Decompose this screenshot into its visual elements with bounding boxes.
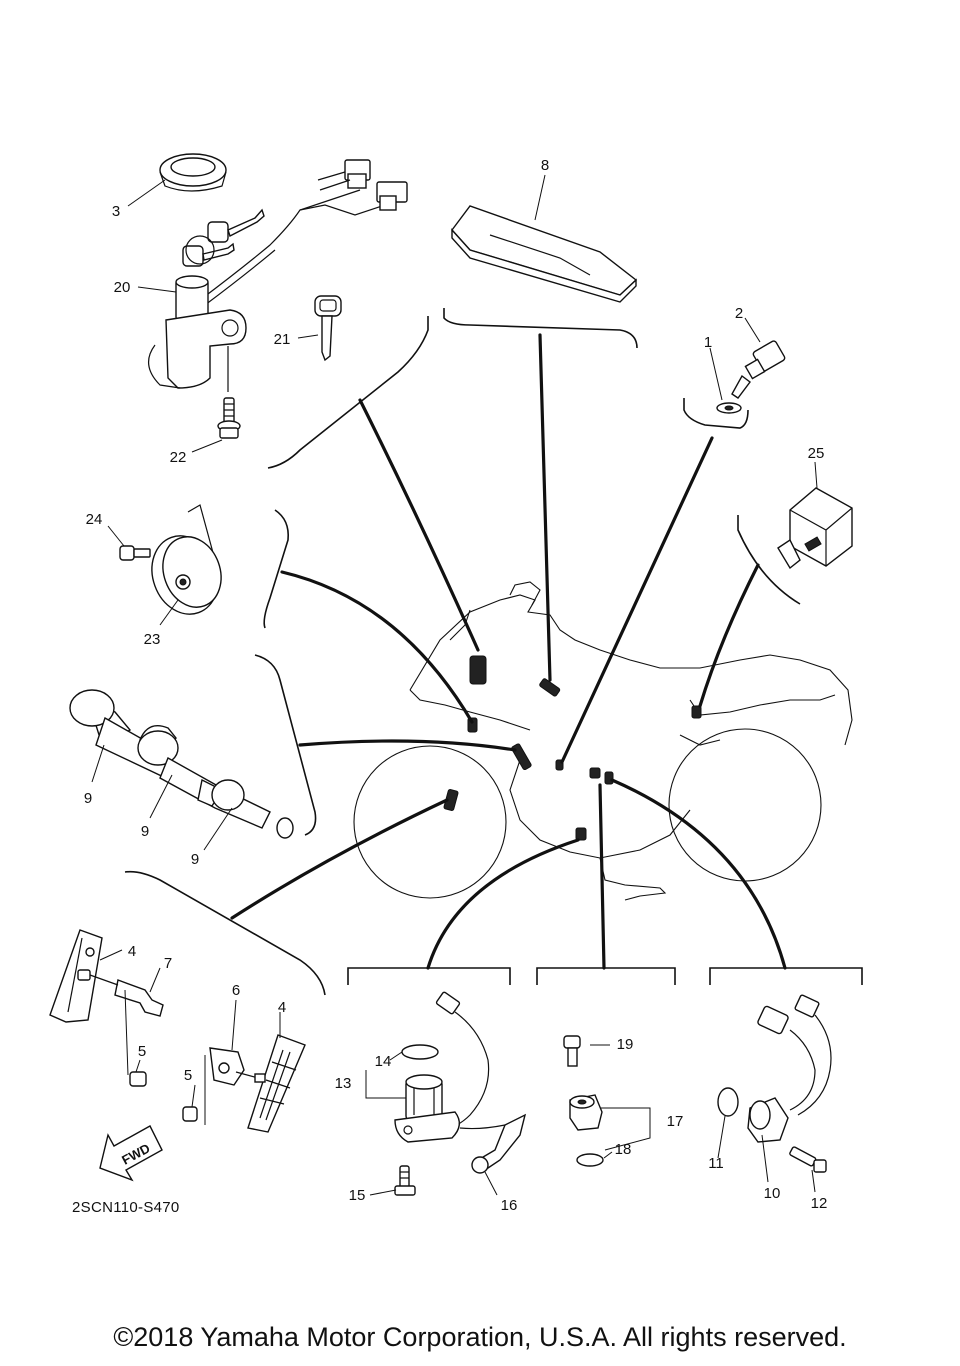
part-sensor-10 bbox=[747, 994, 832, 1143]
part-bolt-22 bbox=[217, 397, 241, 439]
part-stay-16 bbox=[459, 1113, 527, 1174]
callout-11: 11 bbox=[708, 1155, 724, 1172]
callout-16: 16 bbox=[501, 1197, 518, 1214]
fwd-arrow: FWD bbox=[99, 1125, 163, 1182]
part-key-21 bbox=[314, 295, 342, 362]
callout-25: 25 bbox=[808, 445, 825, 462]
callout-19: 19 bbox=[617, 1036, 634, 1053]
leader-lines bbox=[91, 174, 818, 1196]
part-sensor-assy-13 bbox=[394, 991, 490, 1143]
callout-1: 1 bbox=[704, 334, 712, 351]
part-nut-5-left bbox=[124, 989, 147, 1087]
part-ring-3 bbox=[159, 153, 227, 192]
callout-14: 14 bbox=[375, 1053, 392, 1070]
callout-9a: 9 bbox=[84, 790, 92, 807]
part-sensor-2 bbox=[731, 340, 786, 399]
callout-4a: 4 bbox=[128, 943, 136, 960]
callout-12: 12 bbox=[811, 1195, 828, 1212]
part-o-ring-14 bbox=[401, 1044, 439, 1060]
part-washer-1 bbox=[716, 402, 742, 414]
callout-9b: 9 bbox=[141, 823, 149, 840]
part-harness-9 bbox=[69, 689, 294, 839]
part-stay-7 bbox=[77, 969, 164, 1017]
connection-lines bbox=[230, 333, 787, 970]
part-bolt-12 bbox=[789, 1146, 827, 1173]
callout-15: 15 bbox=[349, 1187, 366, 1204]
part-ignition-switch-20 bbox=[148, 159, 408, 392]
callout-4b: 4 bbox=[278, 999, 286, 1016]
callout-5a: 5 bbox=[138, 1043, 146, 1060]
callout-9c: 9 bbox=[191, 851, 199, 868]
diagram-code: 2SCN110-S470 bbox=[72, 1199, 180, 1216]
part-bracket-4-left bbox=[49, 929, 103, 1023]
callout-7: 7 bbox=[164, 955, 172, 972]
callout-20: 20 bbox=[114, 279, 131, 296]
callout-21: 21 bbox=[274, 331, 291, 348]
part-nut-5-right bbox=[182, 1055, 206, 1125]
callout-22: 22 bbox=[170, 449, 187, 466]
part-bolt-19 bbox=[563, 1035, 581, 1067]
group-frames bbox=[124, 308, 863, 996]
part-stay-6 bbox=[209, 1047, 266, 1086]
callout-5b: 5 bbox=[184, 1067, 192, 1084]
callout-23: 23 bbox=[144, 631, 161, 648]
part-bolt-24 bbox=[119, 545, 151, 561]
callout-6: 6 bbox=[232, 982, 240, 999]
callout-8: 8 bbox=[541, 157, 549, 174]
callout-13: 13 bbox=[335, 1075, 352, 1092]
part-sensor-17 bbox=[569, 1094, 603, 1131]
callout-24: 24 bbox=[86, 511, 103, 528]
part-bolt-15 bbox=[394, 1165, 416, 1196]
part-relay-25 bbox=[777, 487, 853, 570]
part-horn-23 bbox=[151, 504, 222, 615]
callout-17: 17 bbox=[667, 1113, 684, 1130]
callout-10: 10 bbox=[764, 1185, 781, 1202]
copyright-notice: ©2018 Yamaha Motor Corporation, U.S.A. A… bbox=[113, 1322, 847, 1352]
callout-2: 2 bbox=[735, 305, 743, 322]
part-ecu-8 bbox=[451, 205, 638, 303]
part-bracket-4-right bbox=[247, 1034, 306, 1133]
part-o-ring-11 bbox=[717, 1087, 739, 1117]
callout-3: 3 bbox=[112, 203, 120, 220]
part-o-ring-18 bbox=[576, 1153, 604, 1167]
bike-part-markers bbox=[443, 655, 702, 841]
callout-18: 18 bbox=[615, 1141, 632, 1158]
callouts: 3 20 21 22 8 2 1 25 24 23 9 9 9 4 7 5 6 … bbox=[84, 157, 828, 1214]
